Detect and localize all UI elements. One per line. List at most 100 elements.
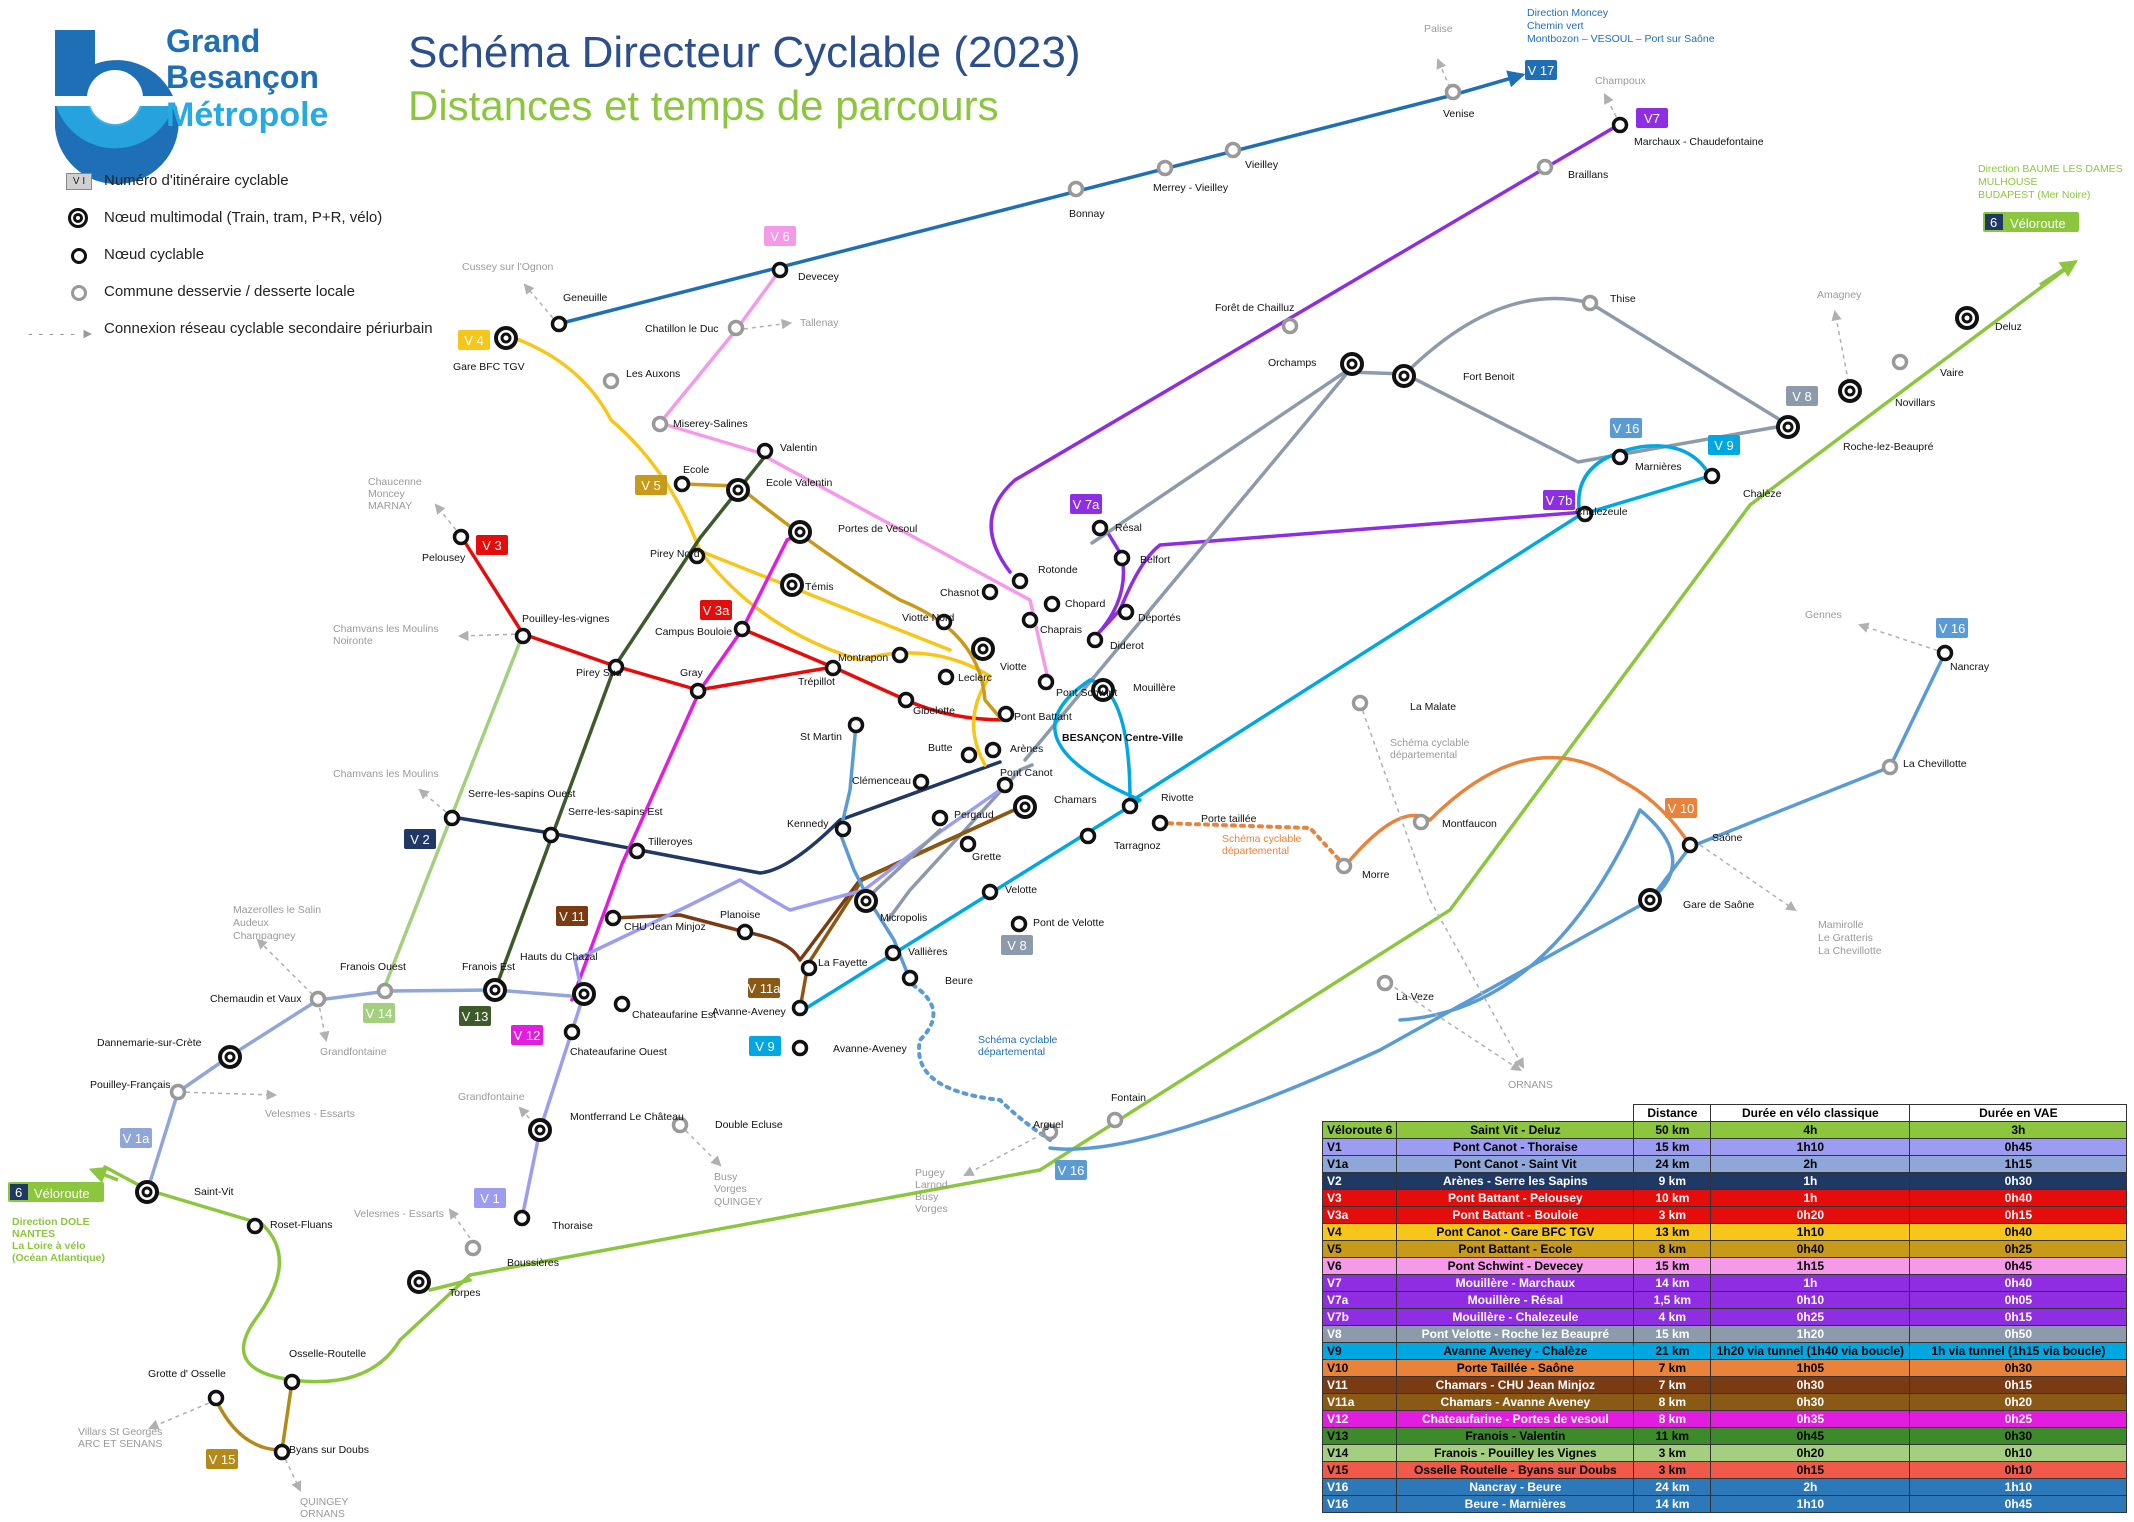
table-cell-distance: 3 km [1633, 1206, 1712, 1224]
multimodal-node-inner-ecole_valentin [732, 484, 744, 496]
label-venise: Venise [1443, 108, 1475, 120]
dir-baume-2: MULHOUSE [1978, 176, 2038, 188]
label-montrapon: Montrapon [838, 652, 888, 664]
table-cell-route: Pont Velotte - Roche lez Beaupré [1396, 1325, 1635, 1343]
route-badge-label: V 5 [641, 478, 661, 493]
route-badge-label: V 17 [1528, 63, 1555, 78]
cycle-node-chateaufarine_ouest [563, 1023, 581, 1041]
route-badge-label: V 6 [770, 229, 790, 244]
table-cell-route: Porte Taillée - Saône [1396, 1359, 1635, 1377]
dir-baume-3: BUDAPEST (Mer Noire) [1978, 189, 2090, 201]
label-belfort: Belfort [1140, 554, 1170, 566]
label-ecole: Ecole [683, 464, 709, 476]
route-badge-label: V 1 [480, 1191, 500, 1206]
route-badge-icon: V I [66, 173, 92, 190]
label-la-fayette: La Fayette [818, 957, 868, 969]
served-commune-double_ecluse [671, 1116, 689, 1134]
served-commune-miserey [651, 415, 669, 433]
cycle-node-rotonde [1011, 572, 1029, 590]
table-cell-bike: 0h30 [1710, 1376, 1911, 1394]
multimodal-node-inner-franois_est [489, 984, 501, 996]
table-cell-distance: 8 km [1633, 1240, 1712, 1258]
label-resal: Résal [1115, 522, 1142, 534]
table-cell-id: V7 [1321, 1274, 1398, 1292]
label-novillars: Novillars [1895, 397, 1935, 409]
route-badge-bg [458, 330, 490, 350]
multimodal-node-inner-saint_vit [141, 1186, 153, 1198]
table-cell-id: V3a [1321, 1206, 1398, 1224]
grey-larnod: Larnod [915, 1179, 948, 1191]
cycle-node-ecole [673, 475, 691, 493]
route-v7 [989, 122, 1622, 574]
label-gare-saone: Gare de Saône [1683, 899, 1754, 911]
route-badge-bg [1610, 418, 1642, 438]
cycle-node-serre_ouest [443, 809, 461, 827]
label-tarragnoz: Tarragnoz [1114, 840, 1161, 852]
table-cell-bike: 0h35 [1710, 1410, 1911, 1428]
table-cell-vae: 0h05 [1909, 1291, 2128, 1309]
table-cell-distance: 15 km [1633, 1138, 1712, 1156]
page-title: Schéma Directeur Cyclable (2023) [408, 28, 1081, 77]
table-cell-bike: 0h45 [1710, 1427, 1911, 1445]
route-badge-label: V 9 [1714, 438, 1734, 453]
route-badge-bg [764, 226, 796, 246]
multimodal-node-inner-montferrand [534, 1124, 546, 1136]
route-badge-bg [1708, 435, 1740, 455]
table-cell-distance: 50 km [1633, 1121, 1712, 1139]
cycle-node-rivotte [1121, 797, 1139, 815]
cycle-node-chasnot [981, 583, 999, 601]
table-cell-vae: 0h45 [1909, 1495, 2128, 1513]
grey-marnay: MARNAY [368, 500, 412, 512]
route-badge-bg [511, 1025, 543, 1045]
multimodal-node-inner-temis [786, 579, 798, 591]
label-rotonde: Rotonde [1038, 564, 1078, 576]
table-cell-vae: 1h10 [1909, 1478, 2128, 1496]
grey-audeux: Audeux [233, 917, 269, 929]
table-cell-route: Mouillère - Résal [1396, 1291, 1635, 1309]
grey-velesmes2: Velesmes - Essarts [354, 1208, 444, 1220]
cycle-node-thoraise [513, 1209, 531, 1227]
cycle-node-pont_canot [996, 776, 1014, 794]
label-avanne: Avanne-Aveney [712, 1006, 787, 1018]
grey-mamirolle: Mamirolle [1818, 919, 1864, 931]
table-cell-vae: 1h via tunnel (1h15 via boucle) [1909, 1342, 2128, 1360]
table-cell-vae: 0h10 [1909, 1461, 2128, 1479]
label-chateaufarine-est: Chateaufarine Est [632, 1009, 716, 1021]
table-cell-bike: 1h10 [1710, 1138, 1911, 1156]
route-v9 [798, 678, 1142, 1014]
label-clemenceau: Clémenceau [852, 775, 911, 787]
table-cell-distance: 14 km [1633, 1274, 1712, 1292]
served-commune-la_veze [1376, 974, 1394, 992]
cycle-node-geneuille [550, 315, 568, 333]
label-foret-chailluz: Forêt de Chailluz [1215, 302, 1294, 314]
grey-noironte: Noironte [333, 635, 373, 647]
legend-item-route-badge: V I Numéro d'itinéraire cyclable [28, 168, 433, 205]
multimodal-node-inner-gare_saone [1644, 894, 1656, 906]
route-badge-bg [556, 906, 588, 926]
cycle-node-vallieres [884, 944, 902, 962]
label-saone: Saône [1712, 832, 1743, 844]
label-chalezeule: Chalezeule [1575, 506, 1628, 518]
orange-schema2: départemental [1222, 845, 1289, 857]
table-cell-vae: 0h40 [1909, 1189, 2128, 1207]
multimodal-node-inner-fort_benoit [1398, 370, 1410, 382]
table-cell-route: Avanne Aveney - Chalèze [1396, 1342, 1635, 1360]
label-vieilley: Vieilley [1245, 159, 1279, 171]
label-hauts-chazal: Hauts du Chazal [520, 951, 598, 963]
cycle-node-tilleroyes [628, 842, 646, 860]
grey-gennes: Gennes [1805, 609, 1842, 621]
label-pergaud: Pergaud [954, 809, 994, 821]
cycle-node-st_martin [847, 716, 865, 734]
multimodal-node-inner-chamars [1019, 801, 1031, 813]
label-pirey-nord: Pirey Nord [650, 548, 700, 560]
grey-pugey: Pugey [915, 1167, 946, 1179]
table-cell-vae: 0h40 [1909, 1223, 2128, 1241]
route-v5 [680, 482, 1004, 722]
label-chateaufarine-ouest: Chateaufarine Ouest [570, 1046, 667, 1058]
cycle-node-pont_schwint [1037, 673, 1055, 691]
